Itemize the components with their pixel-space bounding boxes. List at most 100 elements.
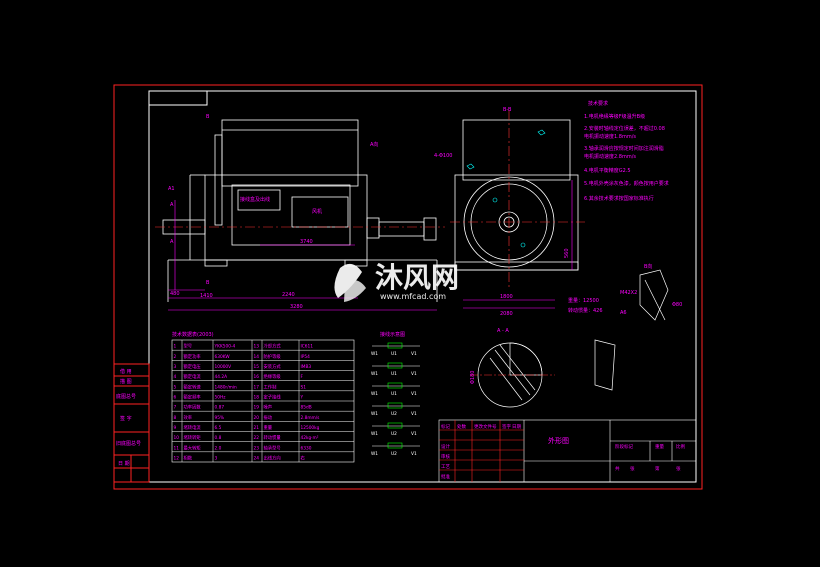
spec-cell: 2.0: [215, 445, 222, 451]
spec-cell: 额定频率: [184, 394, 202, 401]
spec-cell: 冷却方式: [264, 343, 282, 350]
wiring-terminal-label: V1: [411, 451, 417, 457]
spec-cell: 18: [254, 395, 260, 401]
wiring-coil: [387, 362, 403, 369]
spec-cell: 安装方式: [264, 363, 282, 370]
wiring-terminal-label: W1: [371, 391, 378, 397]
wiring-terminal-label: W1: [371, 451, 378, 457]
front-dimensions: [168, 200, 437, 311]
dim-mid: 2240: [282, 292, 295, 298]
spec-cell: 24: [254, 456, 260, 462]
spec-cell: 15: [254, 364, 260, 370]
spec-cell: 额定电流: [184, 373, 202, 380]
spec-cell: YKK500-4: [214, 344, 236, 350]
spec-cell: 11: [174, 445, 180, 451]
spec-cell: 2.8mm/s: [301, 415, 321, 421]
side-note-2: 转动惯量：426: [568, 307, 603, 314]
spec-cell: IMB3: [301, 364, 312, 370]
spec-table-lines: [172, 340, 354, 462]
wiring-terminal-label: V1: [411, 431, 417, 437]
inner-frame: [148, 90, 697, 483]
wiring-terminal-label: W1: [371, 371, 378, 377]
spec-cell: 效率: [184, 414, 193, 421]
label-a-mid: A: [170, 239, 174, 245]
spec-cell: 工作制: [264, 383, 277, 390]
spec-cell: 44.2A: [215, 374, 228, 380]
wiring-terminal-label: U2: [391, 451, 397, 457]
watermark-url: www.mfcad.com: [380, 292, 446, 301]
tb-cell-10: 重量: [655, 443, 664, 450]
watermark: 沐风网 www.mfcad.com: [334, 261, 459, 302]
tb-cell-8: 批准: [441, 473, 450, 480]
spec-cell: 相数: [184, 455, 193, 462]
outer-border: [113, 84, 703, 490]
marker-b-bottom: B: [206, 280, 210, 286]
side-dim-right: 560: [564, 248, 570, 258]
wiring-coil: [387, 402, 403, 409]
terminal-box: [237, 189, 281, 211]
spec-cell: 9: [174, 425, 177, 431]
detail-view: [639, 269, 669, 321]
spec-cell: 1480r/min: [215, 384, 238, 390]
wiring-terminal-label: W1: [371, 411, 378, 417]
spec-cell: 噪声: [264, 404, 273, 411]
detail-label-2: Φ80: [672, 302, 682, 308]
wiring-terminal-label: W1: [371, 351, 378, 357]
tech-req-item-7: 6.其余技术要求按国家标准执行: [584, 195, 654, 202]
spec-cell: 3: [174, 364, 177, 370]
spec-cell: F: [301, 374, 304, 380]
side-view: [454, 119, 579, 271]
spec-cell: 23: [254, 445, 260, 451]
detail-label-3: A6: [620, 310, 627, 316]
wiring-terminal-label: U1: [391, 391, 397, 397]
spec-cell: 最大转矩: [184, 444, 202, 451]
spec-cell: 额定功率: [184, 353, 202, 360]
wiring-terminal-label: U1: [391, 371, 397, 377]
box-left-label: 接线盒及出线: [240, 196, 270, 203]
spec-cell: 额定电压: [184, 363, 202, 370]
spec-cell: 重量: [264, 424, 273, 431]
tech-req-item-6: 5.电机外壳涂灰色漆，颜色按用户要求: [584, 180, 669, 187]
spec-cell: 1: [174, 344, 177, 350]
tb-cell-2: 更改文件号: [474, 423, 497, 430]
side-dim-bottom-1: 1800: [500, 294, 513, 300]
side-view-hidden: [466, 129, 546, 248]
spec-table-title: 技术数据表(2003): [172, 331, 214, 338]
tb-cell-13: 张: [630, 465, 635, 472]
spec-cell: 振动: [264, 414, 273, 421]
wiring-title: 接线示意图: [380, 331, 405, 338]
spec-cell: 22: [254, 435, 260, 441]
dim-shaft: 3740: [300, 239, 313, 245]
marker-b-top: B: [206, 114, 210, 120]
spec-cell: 6: [174, 395, 177, 401]
tb-cell-11: 比例: [676, 443, 685, 450]
arrow-label: A向: [370, 141, 378, 148]
tech-req-item-5: 4.电机平衡精度G2.5: [584, 167, 631, 174]
spec-cell: 2: [174, 354, 177, 360]
spec-cell: 8: [174, 415, 177, 421]
left-stamp-column: [113, 363, 150, 483]
spec-cell: 定子接线: [264, 394, 282, 401]
tb-cell-12: 共: [615, 465, 620, 472]
spec-cell: 6.5: [215, 425, 222, 431]
wiring-coil: [387, 442, 403, 449]
side-dim-bottom-2: 2080: [500, 311, 513, 317]
tb-cell-9: 阶段标记: [615, 443, 633, 450]
spec-cell: 出线方向: [264, 455, 281, 462]
spec-cell: 功率因数: [184, 404, 202, 411]
spec-cell: 轴承型号: [264, 444, 281, 451]
stamp-label-0: 借 用: [120, 368, 132, 375]
tb-cell-14: 第: [655, 465, 660, 472]
spec-cell: 4: [174, 374, 177, 380]
watermark-text: 沐风网: [375, 261, 459, 294]
tech-req-item-4: 电机振动速度2.8mm/s: [584, 153, 636, 160]
spec-cell: 额定转速: [184, 383, 202, 390]
stamp-label-3: 签 字: [120, 415, 132, 422]
